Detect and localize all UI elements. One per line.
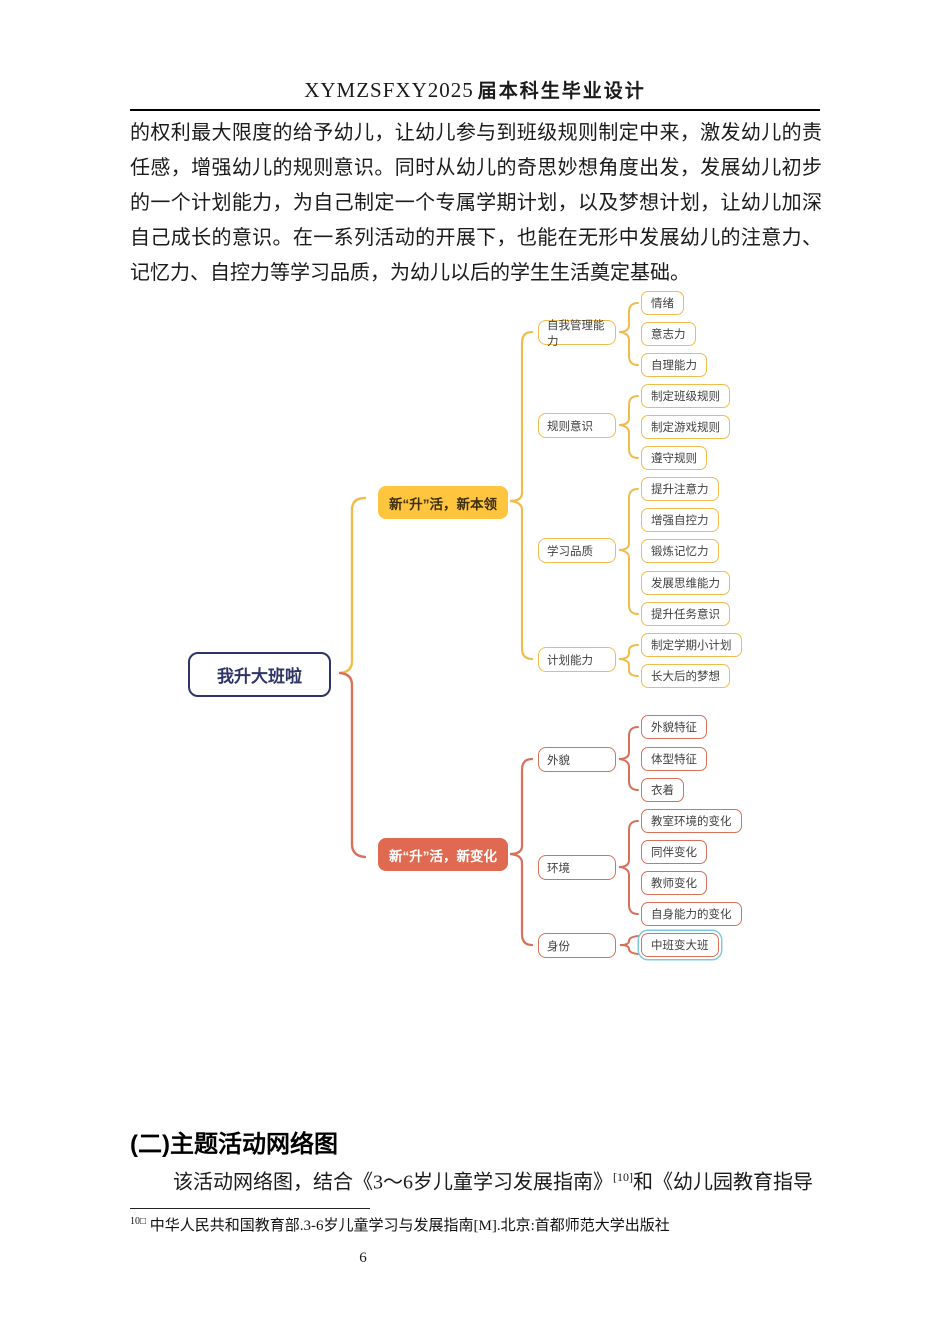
section-paragraph: 该活动网络图，结合《3～6岁儿童学习发展指南》[10]和《幼儿园教育指导: [130, 1160, 822, 1201]
mindmap-leaf: 自理能力: [641, 353, 707, 377]
mindmap-leaf: 发展思维能力: [641, 571, 730, 595]
self-management-brace: [618, 302, 639, 366]
mindmap-leaf: 制定班级规则: [641, 384, 730, 408]
footnote-separator: [130, 1208, 370, 1209]
page-header: XYMZSFXY2025 届本科生毕业设计: [130, 76, 820, 103]
mindmap-leaf: 教室环境的变化: [641, 809, 742, 833]
header-title-latin: XYMZSFXY2025: [304, 78, 474, 102]
mindmap-subtopic-planning: 计划能力: [538, 647, 616, 672]
identity-brace: [619, 935, 639, 955]
mindmap-leaf: 意志力: [641, 322, 696, 346]
root-brace-upper: [338, 496, 367, 675]
mindmap-leaf: 制定学期小计划: [641, 633, 742, 657]
header-title-cn: 届本科生毕业设计: [477, 81, 646, 102]
page-number: 6: [359, 1250, 367, 1266]
mindmap-leaf: 提升任务意识: [641, 602, 730, 626]
mindmap-leaf: 体型特征: [641, 747, 707, 771]
mindmap-leaf: 自身能力的变化: [641, 902, 742, 926]
section-heading: (二)主题活动网络图: [130, 1131, 338, 1158]
header-rule: [130, 109, 820, 111]
mindmap-branch-new-skills: 新“升”活，新本领: [378, 486, 508, 519]
planning-brace: [618, 644, 639, 677]
mindmap-leaf: 教师变化: [641, 871, 707, 895]
mindmap-leaf: 同伴变化: [641, 840, 707, 864]
section-paragraph-prefix: 该活动网络图，结合《3～6岁儿童学习发展指南》: [173, 1171, 613, 1194]
mindmap-branch-new-changes: 新“升”活，新变化: [378, 838, 508, 871]
branch1-brace: [509, 330, 534, 661]
mindmap-leaf: 遵守规则: [641, 446, 707, 470]
mindmap-subtopic-environment: 环境: [538, 855, 616, 880]
branch2-brace: [509, 757, 534, 947]
mindmap-leaf: 锻炼记忆力: [641, 539, 719, 563]
mindmap-subtopic-appearance: 外貌: [538, 747, 616, 772]
footnote-reference: [10]: [613, 1170, 633, 1184]
mindmap-leaf: 情绪: [641, 291, 684, 315]
mindmap-leaf: 长大后的梦想: [641, 664, 730, 688]
mindmap-subtopic-identity: 身份: [538, 933, 616, 958]
mindmap-root-node: 我升大班啦: [188, 652, 331, 697]
mindmap-subtopic-self-management: 自我管理能力: [538, 320, 616, 348]
footnote-marker: 10□: [130, 1216, 147, 1227]
mindmap-leaf: 外貌特征: [641, 715, 707, 739]
root-brace-lower: [338, 671, 367, 859]
mindmap-leaf: 增强自控力: [641, 508, 719, 532]
rules-brace: [618, 395, 639, 459]
mindmap-leaf: 制定游戏规则: [641, 415, 730, 439]
footnote-text: 中华人民共和国教育部.3-6岁儿童学习与发展指南[M].北京:首都师范大学出版社: [149, 1218, 670, 1234]
learning-quality-brace: [618, 488, 639, 615]
section-paragraph-suffix: 和《幼儿园教育指导: [633, 1171, 813, 1194]
body-paragraph: 的权利最大限度的给予幼儿，让幼儿参与到班级规则制定中来，激发幼儿的责任感，增强幼…: [130, 122, 822, 284]
mindmap-subtopic-learning-quality: 学习品质: [538, 538, 616, 563]
mindmap-leaf-selected: 中班变大班: [641, 933, 719, 957]
mindmap-leaf: 提升注意力: [641, 477, 719, 501]
environment-brace: [618, 820, 639, 915]
footnote: 10□ 中华人民共和国教育部.3-6岁儿童学习与发展指南[M].北京:首都师范大…: [130, 1214, 822, 1235]
mindmap-leaf: 衣着: [641, 778, 684, 802]
mindmap-subtopic-rule-awareness: 规则意识: [538, 413, 616, 438]
appearance-brace: [618, 726, 639, 791]
